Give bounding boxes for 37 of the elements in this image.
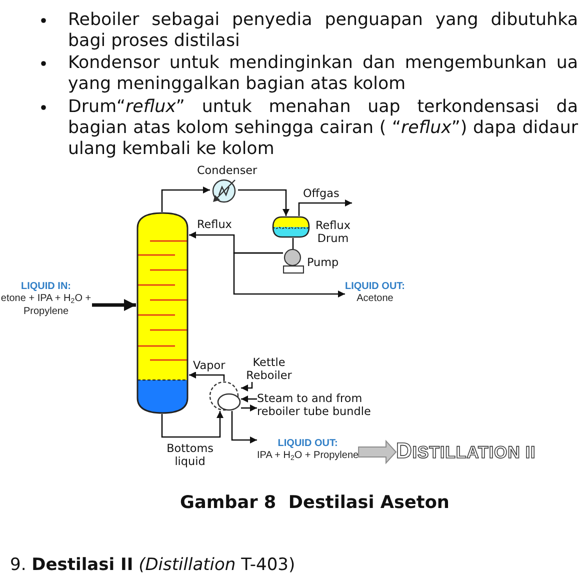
arrow [231,411,257,444]
equipment-label: Pump [307,256,339,269]
arrow [92,299,136,311]
arrow [298,200,352,216]
stream-heading: LIQUID OUT: [345,281,405,293]
stream-label: Steam to and from reboiler tube bundle [257,392,372,418]
distillation-column [136,212,189,414]
arrow [241,404,257,412]
section-heading: 9. Destilasi II (Distillation T-403) [10,555,296,576]
bullet-text: Reboiler sebagai penyedia penguapan yang dibutuhka bagi proses distilasi [68,10,578,52]
stream-label: etone + IPA + H$_{2}$O + Propylene [0,293,92,318]
arrow [161,411,224,438]
equipment-label: Condenser [197,164,258,177]
stream-label: IPA + H$_{2}$O + Propylene [257,450,359,462]
pump-symbol [283,249,304,274]
stream-heading: LIQUID IN: [21,281,71,293]
bullet-text: Drum“reflux” untuk menahan uap terkondensasi da bagian atas kolom sehingga cairan ( “reflux”) dapa didaur ulang kembali ke kolom [68,97,578,160]
arrow [241,396,257,402]
outlined-label: DISTILLATION II [396,440,536,464]
edge-label: Offgas [303,187,340,200]
reboiler-symbol [209,381,241,411]
edge-label: Reflux [197,218,232,231]
arrow [233,252,345,298]
stream-heading: LIQUID OUT: [278,438,338,450]
equipment-label: Reflux Drum [314,219,352,245]
arrow [189,372,225,381]
heat-exchanger-symbol [210,177,238,205]
leader-line [241,382,253,392]
edge-label: Vapor [193,359,226,372]
equipment-label: Kettle Reboiler [245,356,293,382]
connector-line [292,238,294,249]
drum-vessel [272,216,310,238]
stream-label: Acetone [356,293,394,306]
arrow [238,189,290,216]
figure-caption: Gambar 8 Destilasi Aseton [180,493,450,514]
block-arrow [358,440,397,464]
arrow [161,186,210,212]
